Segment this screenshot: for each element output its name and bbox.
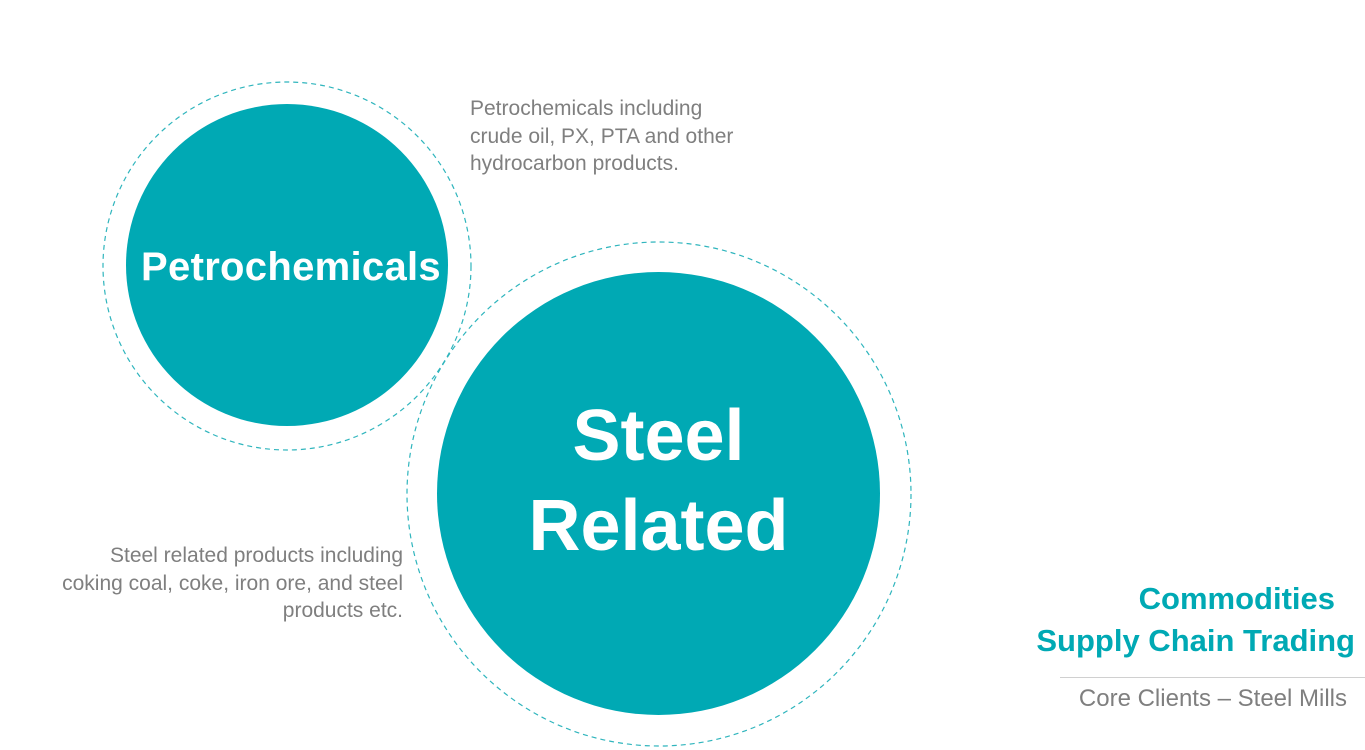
side-title-line2: Supply Chain Trading bbox=[1036, 623, 1355, 658]
petrochemicals-description: Petrochemicals including crude oil, PX, … bbox=[470, 97, 734, 175]
petrochemicals-dashed-ring bbox=[102, 81, 472, 451]
side-divider bbox=[1060, 677, 1365, 678]
steel-related-description: Steel related products including coking … bbox=[62, 544, 403, 622]
side-title-line1: Commodities bbox=[1138, 581, 1335, 616]
steel-dashed-ring bbox=[406, 241, 912, 747]
steel-label-line2: Related bbox=[528, 485, 789, 566]
petrochemicals-label: Petrochemicals bbox=[141, 244, 441, 289]
side-subtitle: Core Clients – Steel Mills bbox=[1078, 685, 1347, 712]
steel-related-circle: Steel Related bbox=[437, 272, 880, 715]
steel-label-line1: Steel bbox=[572, 395, 745, 476]
side-title: Commodities Supply Chain Trading bbox=[935, 578, 1355, 662]
petrochemicals-circle: Petrochemicals bbox=[126, 104, 448, 426]
